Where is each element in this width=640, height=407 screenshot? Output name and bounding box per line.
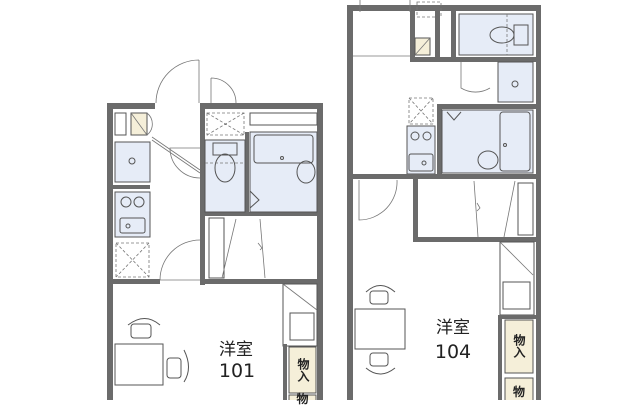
entry-door-swing <box>155 59 200 104</box>
desk <box>354 308 406 350</box>
storage-closet-2 <box>504 377 534 400</box>
door-swing <box>210 77 237 104</box>
kitchen-counter <box>114 191 151 238</box>
room-type-label: 洋室 <box>219 340 253 360</box>
kitchen-counter <box>406 125 436 175</box>
fridge-space <box>408 97 434 125</box>
washer-space <box>206 112 245 136</box>
toilet-room <box>204 139 246 213</box>
fridge-space <box>115 242 150 278</box>
kitchen-sink <box>408 153 434 172</box>
toilet-icon <box>214 153 236 183</box>
closet-label-104: 物入 <box>506 326 532 366</box>
bath-sink <box>296 160 316 184</box>
appliance <box>502 281 531 310</box>
wall-left <box>347 5 353 400</box>
toilet-room <box>458 13 534 56</box>
bathtub <box>253 134 314 164</box>
unit-101: 物入 洋室 101 <box>107 59 323 400</box>
desk <box>114 343 164 386</box>
door-swing <box>169 147 201 179</box>
room-number-label: 101 <box>219 360 255 382</box>
bathtub <box>499 111 531 172</box>
closet-label-101: 物入 <box>290 350 315 390</box>
chair-icon <box>365 367 396 375</box>
room-number-label: 104 <box>435 341 471 363</box>
closet-label-104-lower: 物 <box>512 385 525 399</box>
closet-label-101-lower: 物 <box>296 392 309 406</box>
shoe-box <box>114 112 127 136</box>
stove-burners-icon <box>133 196 145 208</box>
wall-right <box>536 5 541 400</box>
door-swing <box>460 62 491 93</box>
chair-icon <box>365 285 396 293</box>
washbasin <box>114 141 151 183</box>
washer-space <box>416 1 442 18</box>
appliance <box>289 312 315 341</box>
stove-burners-icon <box>422 131 432 141</box>
wall-left <box>107 103 113 400</box>
door-swing <box>159 239 201 281</box>
room-type-label: 洋室 <box>436 318 470 338</box>
chair-icon <box>127 318 161 326</box>
closet <box>499 241 535 316</box>
shelf <box>517 182 534 236</box>
drain-icon <box>128 157 136 165</box>
washbasin <box>497 61 534 103</box>
shelf <box>208 217 225 279</box>
closet <box>282 283 318 347</box>
bathroom <box>249 131 318 213</box>
wall-right <box>317 103 323 400</box>
storage-closet-2 <box>288 394 317 400</box>
bathroom <box>441 109 534 174</box>
bath-sink <box>477 150 499 170</box>
door-swing <box>358 179 398 221</box>
kitchen-sink <box>119 217 146 234</box>
